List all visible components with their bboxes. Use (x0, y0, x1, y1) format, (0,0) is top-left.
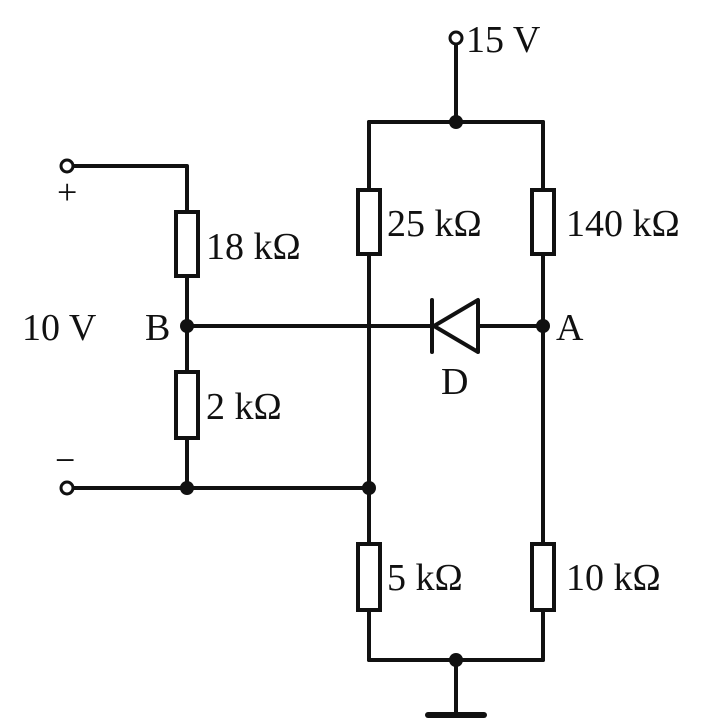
resistor-140k (530, 188, 556, 256)
resistor-25k (356, 188, 382, 256)
supply-voltage-label: 15 V (466, 19, 541, 61)
node-a-label: A (556, 307, 584, 349)
source-voltage-label: 10 V (22, 307, 97, 349)
node-b-label: B (145, 307, 170, 349)
resistor-10k (530, 542, 556, 612)
plus-sign: + (57, 172, 77, 212)
node-top-junction (449, 115, 463, 129)
resistor-140k-label: 140 kΩ (566, 203, 680, 245)
node-a (536, 319, 550, 333)
resistor-18k (174, 210, 200, 278)
node-left-bottom-junction (180, 481, 194, 495)
resistor-5k-label: 5 kΩ (387, 557, 463, 599)
resistor-25k-label: 25 kΩ (387, 203, 482, 245)
diode-icon (432, 298, 480, 354)
resistor-2k-label: 2 kΩ (206, 386, 282, 428)
node-middle-junction (362, 481, 376, 495)
resistor-5k (356, 542, 382, 612)
minus-terminal (59, 480, 75, 496)
minus-sign: − (55, 440, 75, 480)
node-ground-junction (449, 653, 463, 667)
resistor-18k-label: 18 kΩ (206, 226, 301, 268)
plus-terminal (59, 158, 75, 174)
resistor-2k (174, 370, 200, 440)
resistor-10k-label: 10 kΩ (566, 557, 661, 599)
diode-label: D (441, 361, 468, 403)
node-b (180, 319, 194, 333)
supply-terminal (448, 30, 464, 46)
